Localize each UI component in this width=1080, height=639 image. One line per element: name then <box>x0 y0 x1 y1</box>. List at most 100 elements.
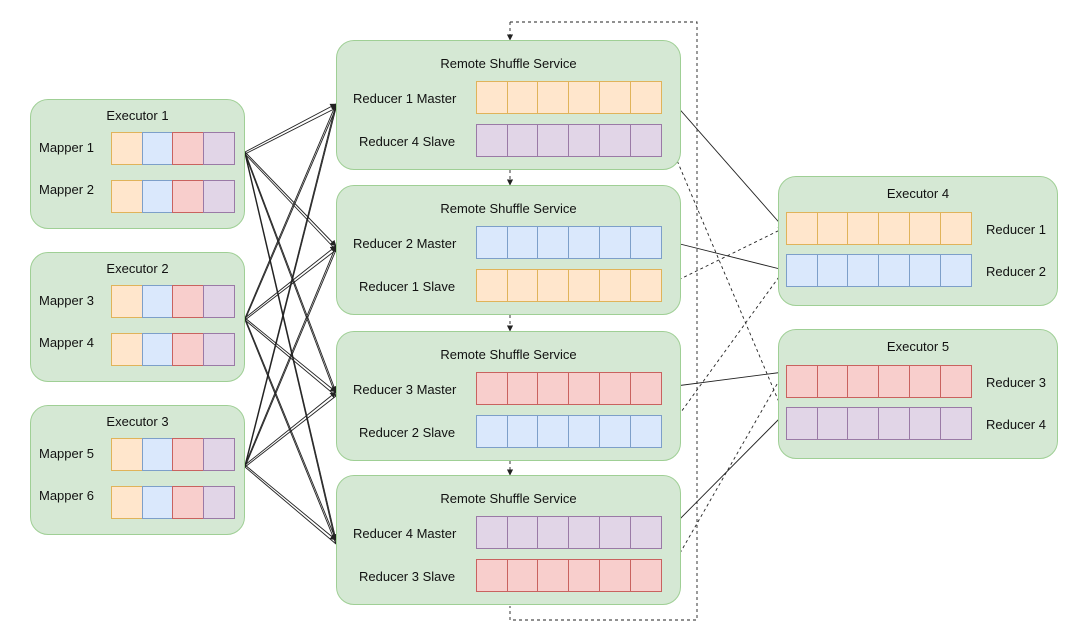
block-cell <box>537 226 570 259</box>
block-cell <box>506 81 539 114</box>
block-cell <box>568 269 601 302</box>
executor-2-box: Executor 2 Mapper 3 Mapper 4 <box>30 252 245 382</box>
block-cell <box>537 124 570 157</box>
mapper-to-rss-arrow <box>244 103 337 319</box>
service-title: Remote Shuffle Service <box>440 201 577 216</box>
block-cell <box>172 486 205 519</box>
remote-shuffle-service-3: Remote Shuffle Service Reducer 3 Master … <box>336 331 681 461</box>
block-cell <box>786 365 818 398</box>
remote-shuffle-service-4: Remote Shuffle Service Reducer 4 Master … <box>336 475 681 605</box>
block-cell <box>598 415 631 448</box>
block-cell <box>629 516 662 549</box>
executor-title: Executor 2 <box>106 261 169 276</box>
block-cell <box>476 226 508 259</box>
block-cell <box>939 254 972 287</box>
mapper-5-blocks <box>111 438 236 471</box>
mapper-to-rss-arrow <box>244 103 338 466</box>
block-cell <box>939 212 972 245</box>
remote-shuffle-service-2: Remote Shuffle Service Reducer 2 Master … <box>336 185 681 315</box>
block-cell <box>878 212 911 245</box>
service-title: Remote Shuffle Service <box>440 347 577 362</box>
reducer-3-blocks <box>786 365 972 398</box>
block-cell <box>939 407 972 440</box>
block-cell <box>568 516 601 549</box>
service-title: Remote Shuffle Service <box>440 56 577 71</box>
mapper-to-rss-arrow <box>244 107 337 155</box>
block-cell <box>847 212 880 245</box>
reducer-4-slave-blocks <box>476 124 662 157</box>
mapper-3-blocks <box>111 285 236 318</box>
reducer-2-master-label: Reducer 2 Master <box>353 236 457 251</box>
block-cell <box>629 415 662 448</box>
block-cell <box>506 372 539 405</box>
block-cell <box>816 254 849 287</box>
block-cell <box>568 226 601 259</box>
block-cell <box>172 132 205 165</box>
block-cell <box>172 333 205 366</box>
executor-5-box: Executor 5 Reducer 3 Reducer 4 <box>778 329 1058 459</box>
block-cell <box>111 486 143 519</box>
mapper-to-rss-arrow <box>244 245 337 466</box>
reducer-2-label: Reducer 2 <box>986 264 1046 279</box>
reducer-3-master-link <box>667 369 785 388</box>
block-cell <box>203 333 236 366</box>
reducer-1-slave-label: Reducer 1 Slave <box>359 279 456 294</box>
block-cell <box>598 269 631 302</box>
block-cell <box>172 438 205 471</box>
reducer-4-master-label: Reducer 4 Master <box>353 526 457 541</box>
block-cell <box>141 438 174 471</box>
block-cell <box>537 516 570 549</box>
reducer-2-master-link <box>667 240 785 272</box>
block-cell <box>908 212 941 245</box>
block-cell <box>506 124 539 157</box>
block-cell <box>816 407 849 440</box>
mapper-to-rss-arrow <box>244 245 337 319</box>
block-cell <box>203 438 236 471</box>
block-cell <box>537 372 570 405</box>
mapper-to-rss-arrow <box>244 466 337 545</box>
mapper-to-rss-arrow <box>244 107 337 468</box>
remote-shuffle-service-1: Remote Shuffle Service Reducer 1 Master … <box>336 40 681 170</box>
block-cell <box>111 180 143 213</box>
mapper-1-blocks <box>111 132 236 165</box>
mapper-4-label: Mapper 4 <box>39 335 94 350</box>
service-title: Remote Shuffle Service <box>440 491 577 506</box>
reducer-1-master-label: Reducer 1 Master <box>353 91 457 106</box>
block-cell <box>786 212 818 245</box>
block-cell <box>476 516 508 549</box>
block-cell <box>908 254 941 287</box>
mapper-2-blocks <box>111 180 236 213</box>
block-cell <box>878 365 911 398</box>
block-cell <box>598 516 631 549</box>
reducer-3-slave-blocks <box>476 559 662 592</box>
reducer-2-blocks <box>786 254 972 287</box>
block-cell <box>568 415 601 448</box>
block-cell <box>598 226 631 259</box>
block-cell <box>816 212 849 245</box>
block-cell <box>141 285 174 318</box>
reducer-2-slave-link <box>667 269 785 431</box>
block-cell <box>629 226 662 259</box>
block-cell <box>203 180 236 213</box>
block-cell <box>476 559 508 592</box>
block-cell <box>908 365 941 398</box>
block-cell <box>506 415 539 448</box>
executor-title: Executor 5 <box>886 339 950 354</box>
block-cell <box>908 407 941 440</box>
reducer-1-master-blocks <box>476 81 662 114</box>
mapper-6-blocks <box>111 486 236 519</box>
reducer-2-slave-label: Reducer 2 Slave <box>359 425 456 440</box>
block-cell <box>847 254 880 287</box>
mapper-to-rss-arrow <box>244 317 337 541</box>
block-cell <box>786 254 818 287</box>
block-cell <box>172 285 205 318</box>
mapper-to-rss-arrow <box>244 319 337 545</box>
block-cell <box>629 81 662 114</box>
block-cell <box>476 372 508 405</box>
block-cell <box>537 81 570 114</box>
mapper-to-rss-arrow <box>244 153 337 397</box>
block-cell <box>111 333 143 366</box>
reducer-4-master-link <box>667 413 785 532</box>
block-cell <box>847 407 880 440</box>
block-cell <box>629 124 662 157</box>
